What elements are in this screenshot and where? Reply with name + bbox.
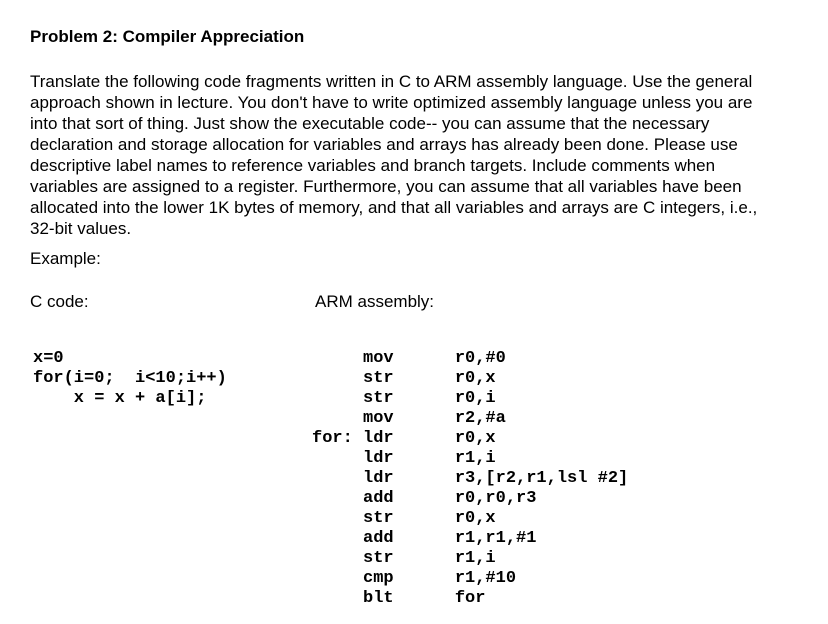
text-line: for: ldr r0,x [312,429,496,448]
text-line: into that sort of thing. Just show the e… [30,114,710,133]
text-line: for(i=0; i<10;i++) [33,369,227,388]
text-line: descriptive label names to reference var… [30,156,716,175]
text-line: allocated into the lower 1K bytes of mem… [30,198,758,217]
text-line: cmp r1,#10 [312,569,517,588]
c-code-label: C code: [30,292,89,311]
arm-assembly-label: ARM assembly: [315,292,435,311]
text-line: str r0,i [312,389,496,408]
text-line: ldr r1,i [312,449,496,468]
text-line: 32-bit values. [30,219,132,238]
text-line: str r0,x [312,509,496,528]
text-line: variables are assigned to a register. Fu… [30,177,742,196]
text-line: approach shown in lecture. You don't hav… [30,93,753,112]
text-line: declaration and storage allocation for v… [30,135,738,154]
text-line: x = x + a[i]; [33,389,207,408]
text-line: mov r0,#0 [312,349,506,368]
problem-title: Problem 2: Compiler Appreciation [30,27,305,46]
text-line: x=0 [33,349,64,368]
text-line: blt for [312,589,486,608]
text-line: str r1,i [312,549,496,568]
problem-description: Translate the following code fragments w… [30,71,757,239]
text-line: add r0,r0,r3 [312,489,537,508]
text-line: add r1,r1,#1 [312,529,537,548]
text-line: mov r2,#a [312,409,506,428]
example-label: Example: [30,249,101,268]
text-line: Translate the following code fragments w… [30,72,753,91]
text-line: str r0,x [312,369,496,388]
text-line: ldr r3,[r2,r1,lsl #2] [312,469,629,488]
